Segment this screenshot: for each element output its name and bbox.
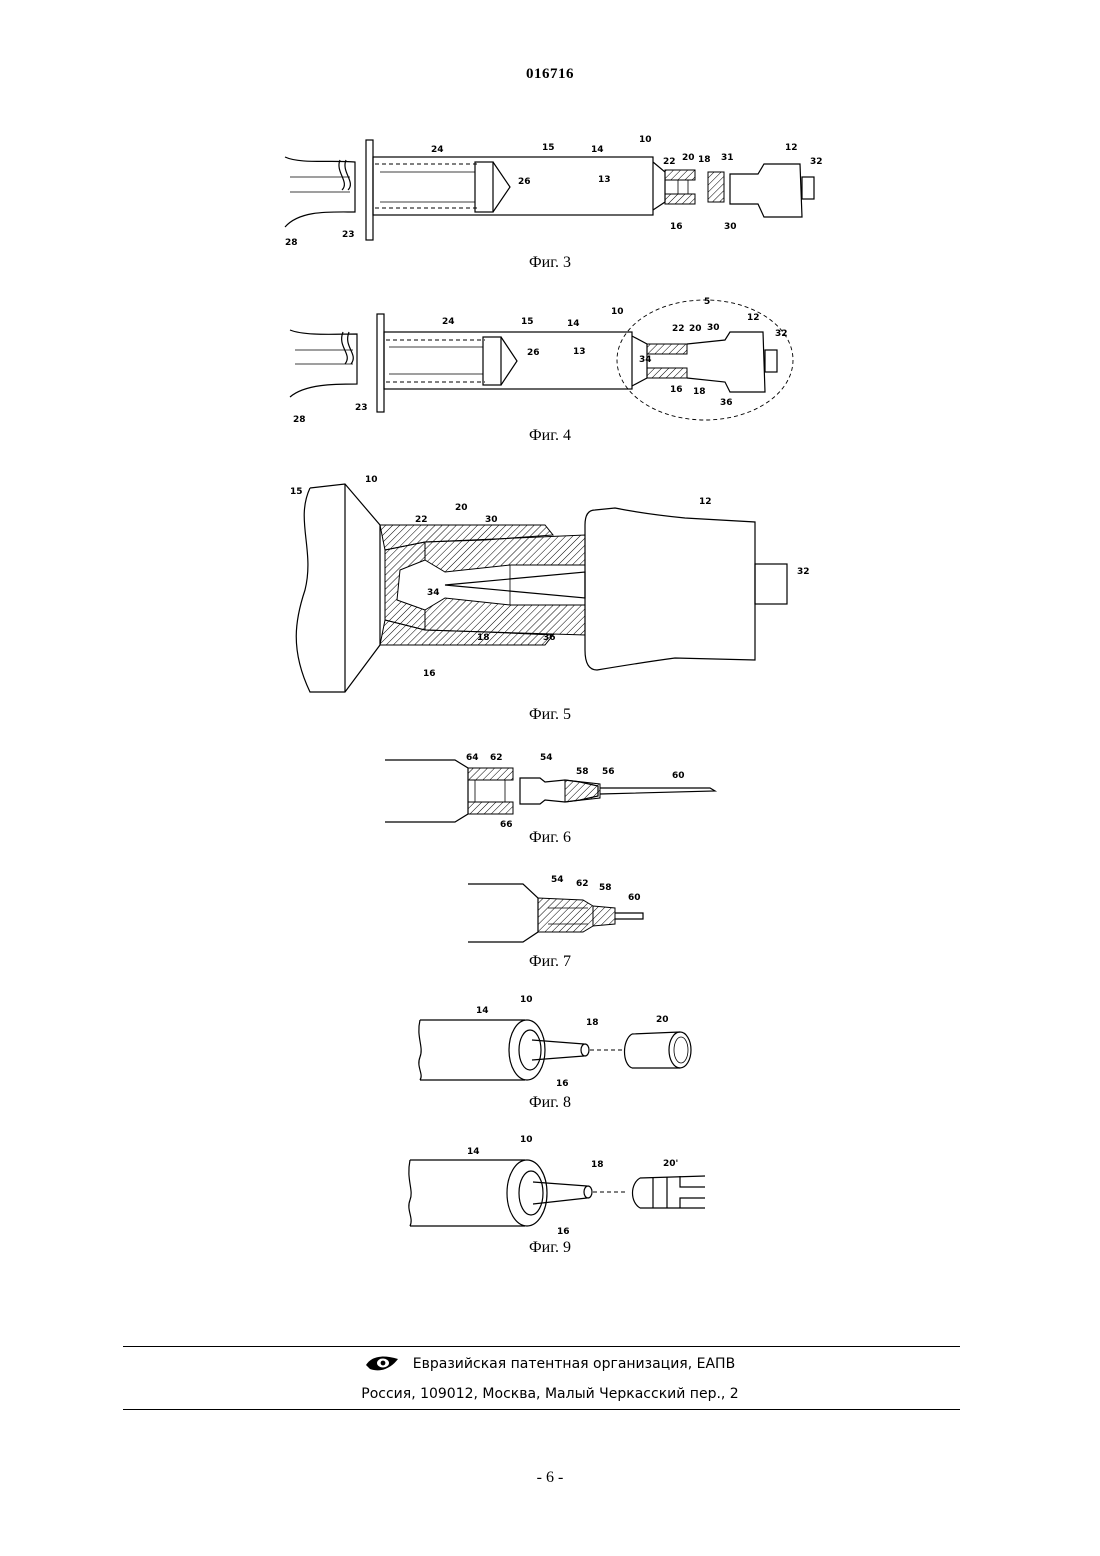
figure-4-drawing: 28 23 24 26 15 14 13 10 5 22 20 30 12 32… (285, 292, 805, 432)
fig3-label-stopper: 26 (518, 177, 531, 187)
figure-9: 10 14 18 20' 16 (405, 1130, 715, 1238)
fig5-label-collar: 20 (455, 503, 468, 513)
fig9-label-tip: 16 (557, 1227, 570, 1237)
fig6-label-c: 54 (540, 753, 553, 763)
figure-5-caption: Фиг. 5 (0, 706, 1100, 724)
fig7-label-d: 58 (599, 883, 612, 893)
fig4-label-thread: 22 (672, 324, 685, 334)
figure-9-drawing: 10 14 18 20' 16 (405, 1130, 715, 1238)
figure-8-drawing: 10 14 18 20 16 (410, 992, 700, 1092)
fig4-label-male: 30 (707, 323, 720, 333)
fig3-label-chamber: 15 (542, 143, 555, 153)
fig4-label-detail: 5 (704, 297, 710, 307)
fig4-label-lumen: 18 (693, 387, 706, 397)
fig5-label-valve: 36 (543, 633, 556, 643)
fig5-label-cap: 32 (797, 567, 810, 577)
fig4-label-cap: 32 (775, 329, 788, 339)
fig4-label-valve: 36 (720, 398, 733, 408)
fig3-label-barrel: 14 (591, 145, 604, 155)
figure-3-drawing: 28 23 24 26 15 14 13 10 16 18 20 22 30 3… (280, 132, 840, 252)
fig4-label-flange: 23 (355, 403, 368, 413)
fig8-label-syringe: 10 (520, 995, 533, 1005)
fig9-label-syringe: 10 (520, 1135, 533, 1145)
figure-3-caption: Фиг. 3 (0, 254, 1100, 272)
figure-7-caption: Фиг. 7 (0, 953, 1100, 971)
figure-8-caption: Фиг. 8 (0, 1094, 1100, 1112)
figure-6: 64 62 54 58 56 60 66 (380, 748, 725, 833)
figure-3: 28 23 24 26 15 14 13 10 16 18 20 22 30 3… (280, 132, 840, 252)
document-number: 016716 (0, 66, 1100, 83)
fig7-label-needle: 60 (628, 893, 641, 903)
fig4-label-tip: 16 (670, 385, 683, 395)
fig4-label-barrel: 14 (567, 319, 580, 329)
fig5-label-connector: 12 (699, 497, 712, 507)
fig3-label-connector: 12 (785, 143, 798, 153)
fig3-label-flange: 23 (342, 230, 355, 240)
fig4-label-connector: 12 (747, 313, 760, 323)
fig8-label-tip: 16 (556, 1079, 569, 1089)
fig5-label-chamber: 15 (290, 487, 303, 497)
fig4-label-plunger: 28 (293, 415, 306, 425)
fig3-label-cap: 32 (810, 157, 823, 167)
fig7-label-b: 62 (576, 879, 589, 889)
fig3-label-thread: 22 (663, 157, 676, 167)
figure-4: 28 23 24 26 15 14 13 10 5 22 20 30 12 32… (285, 292, 805, 432)
figure-7: 54 62 58 60 (463, 872, 648, 952)
figure-5: 15 10 22 20 30 12 32 34 18 36 16 (285, 470, 825, 700)
fig5-label-tip: 16 (423, 669, 436, 679)
fig4-label-stopper: 26 (527, 348, 540, 358)
fig3-label-plunger: 28 (285, 238, 298, 248)
fig5-label-syringe: 10 (365, 475, 378, 485)
fig3-label-male: 30 (724, 222, 737, 232)
fig3-label-syringe: 10 (639, 135, 652, 145)
fig4-label-collar: 20 (689, 324, 702, 334)
fig3-label-thread2: 31 (721, 153, 734, 163)
fig7-label-c: 54 (551, 875, 564, 885)
footer-org-line: Евразийская патентная организация, ЕАПВ (0, 1355, 1100, 1373)
fig4-label-rod: 24 (442, 317, 455, 327)
fig4-label-inner: 13 (573, 347, 586, 357)
figure-6-caption: Фиг. 6 (0, 829, 1100, 847)
fig6-label-d: 58 (576, 767, 589, 777)
fig9-label-collar: 20' (663, 1159, 678, 1169)
eapo-eye-logo-icon (365, 1355, 399, 1373)
fig5-label-male: 30 (485, 515, 498, 525)
fig9-label-lumen: 18 (591, 1160, 604, 1170)
fig4-label-spike: 34 (639, 355, 652, 365)
fig5-label-thread: 22 (415, 515, 428, 525)
fig4-label-chamber: 15 (521, 317, 534, 327)
fig6-label-b: 62 (490, 753, 503, 763)
fig6-label-a: 64 (466, 753, 479, 763)
footer-org-text: Евразийская патентная организация, ЕАПВ (413, 1356, 735, 1372)
fig8-label-lumen: 18 (586, 1018, 599, 1028)
figure-5-drawing: 15 10 22 20 30 12 32 34 18 36 16 (285, 470, 825, 700)
fig6-label-e: 56 (602, 767, 615, 777)
footer-bottom-rule (123, 1409, 960, 1410)
fig8-label-collar: 20 (656, 1015, 669, 1025)
footer-address: Россия, 109012, Москва, Малый Черкасский… (0, 1386, 1100, 1402)
fig5-label-spike: 34 (427, 588, 440, 598)
footer-top-rule (123, 1346, 960, 1347)
figure-4-caption: Фиг. 4 (0, 427, 1100, 445)
figure-6-drawing: 64 62 54 58 56 60 66 (380, 748, 725, 833)
fig6-label-needle: 60 (672, 771, 685, 781)
fig5-label-lumen: 18 (477, 633, 490, 643)
fig3-label-rod: 24 (431, 145, 444, 155)
fig3-label-lumen: 18 (698, 155, 711, 165)
figure-9-caption: Фиг. 9 (0, 1239, 1100, 1257)
fig3-label-collar: 20 (682, 153, 695, 163)
figure-7-drawing: 54 62 58 60 (463, 872, 648, 952)
page-number: - 6 - (0, 1469, 1100, 1487)
fig8-label-barrel: 14 (476, 1006, 489, 1016)
figure-8: 10 14 18 20 16 (410, 992, 700, 1092)
fig3-label-inner: 13 (598, 175, 611, 185)
fig3-label-tip: 16 (670, 222, 683, 232)
fig4-label-syringe: 10 (611, 307, 624, 317)
fig9-label-barrel: 14 (467, 1147, 480, 1157)
